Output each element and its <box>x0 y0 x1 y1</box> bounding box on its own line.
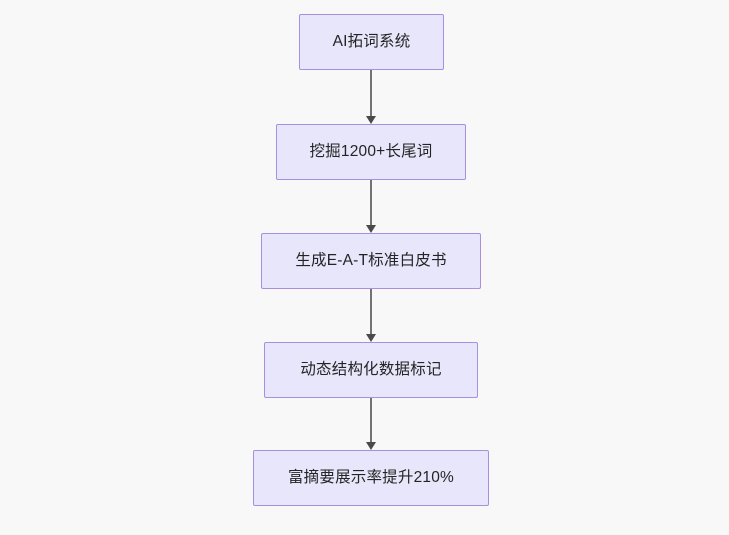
connector-line <box>370 70 373 116</box>
flow-connector-3 <box>365 289 377 342</box>
connector-line <box>370 180 373 225</box>
flow-node-2-label: 挖掘1200+长尾词 <box>309 143 433 161</box>
connector-line <box>370 289 373 334</box>
flow-node-4[interactable]: 动态结构化数据标记 <box>264 342 478 398</box>
flow-connector-1 <box>365 70 377 124</box>
flow-node-3[interactable]: 生成E-A-T标准白皮书 <box>261 233 481 289</box>
flow-node-5[interactable]: 富摘要展示率提升210% <box>253 450 489 506</box>
flow-connector-4 <box>365 398 377 450</box>
arrowhead-icon <box>366 225 376 233</box>
flow-node-3-label: 生成E-A-T标准白皮书 <box>295 252 447 270</box>
connector-line <box>370 398 373 442</box>
arrowhead-icon <box>366 334 376 342</box>
flow-node-5-label: 富摘要展示率提升210% <box>287 469 455 487</box>
arrowhead-icon <box>366 116 376 124</box>
flow-node-4-label: 动态结构化数据标记 <box>300 361 442 379</box>
arrowhead-icon <box>366 442 376 450</box>
flow-connector-2 <box>365 180 377 233</box>
flow-node-1-label: AI拓词系统 <box>332 33 411 51</box>
flow-node-1[interactable]: AI拓词系统 <box>299 14 444 70</box>
flow-node-2[interactable]: 挖掘1200+长尾词 <box>276 124 466 180</box>
